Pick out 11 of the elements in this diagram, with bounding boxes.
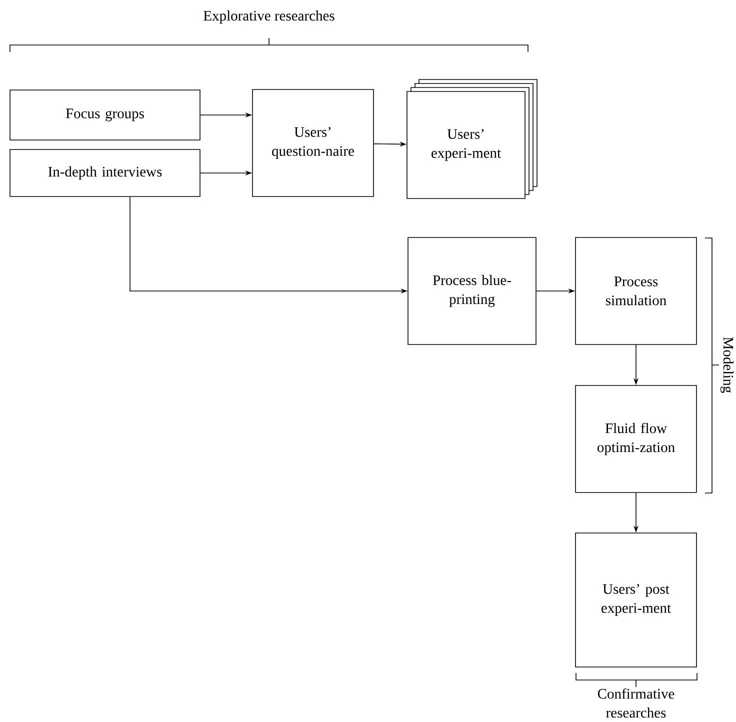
process-box: Process simulation (575, 237, 697, 345)
bracket-label: Explorative researches (204, 10, 334, 24)
process-box: Process blue-printing (408, 237, 536, 345)
process-box: Focus groups (10, 90, 200, 140)
stacked-page-box: Users’ experi-ment (406, 79, 538, 199)
process-box: Fluid flow optimi-zation (575, 385, 697, 493)
process-box: Users’ question-naire (252, 89, 374, 197)
process-box: Users’ post experi-ment (575, 532, 697, 668)
process-box: In-depth interviews (10, 149, 200, 197)
bracket-label: Modeling (720, 337, 734, 393)
bracket-label: Confirmative researches (598, 688, 674, 718)
